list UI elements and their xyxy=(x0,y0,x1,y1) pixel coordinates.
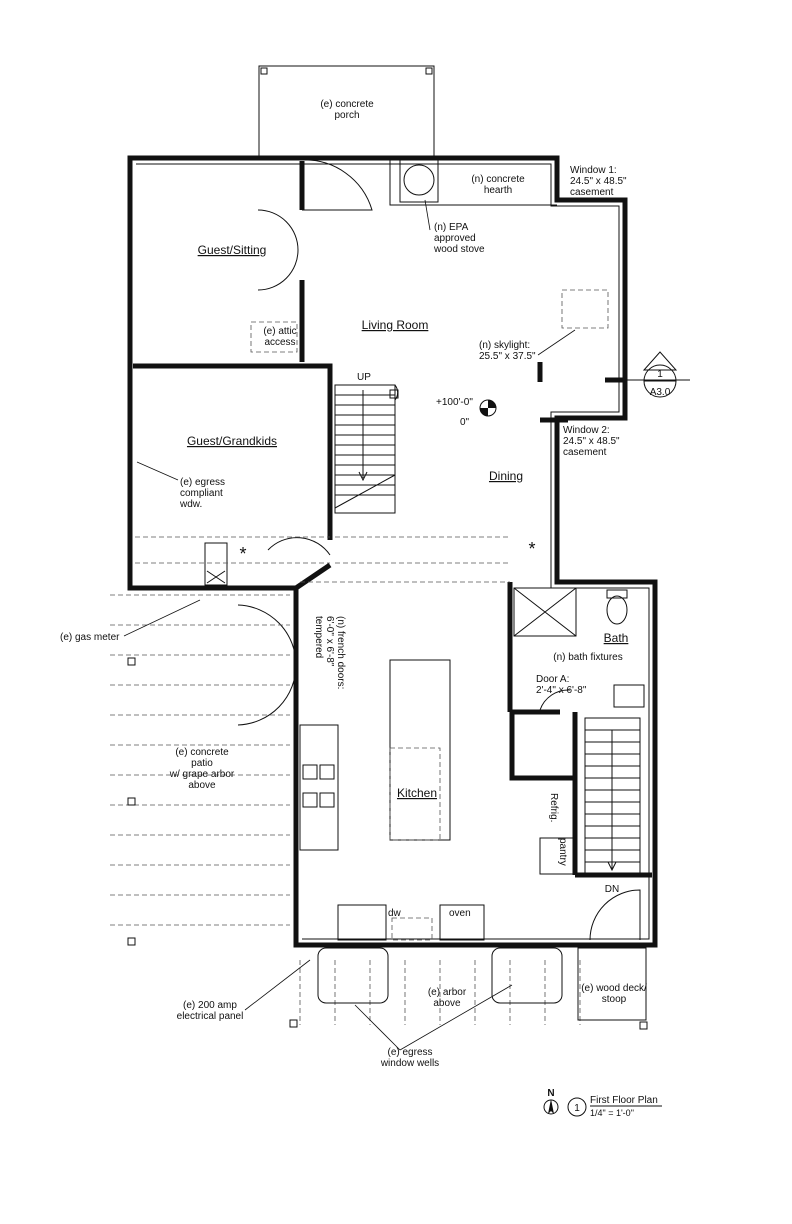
room-bath: Bath xyxy=(604,631,629,645)
svg-text:(e) 200 amp: (e) 200 amp xyxy=(183,1000,237,1011)
svg-text:0": 0" xyxy=(460,417,470,428)
interior-walls xyxy=(133,160,652,878)
svg-text:(e) egress: (e) egress xyxy=(180,477,225,488)
svg-text:(e) attic: (e) attic xyxy=(263,326,296,337)
svg-text:Door A:: Door A: xyxy=(536,674,569,685)
room-kitchen: Kitchen xyxy=(397,786,437,800)
svg-text:Window 1:: Window 1: xyxy=(570,165,617,176)
asterisk-1: * xyxy=(239,544,246,564)
north-label: N xyxy=(547,1088,554,1099)
svg-text:2'-4" x 6'-8": 2'-4" x 6'-8" xyxy=(536,685,587,696)
label-dw: dw xyxy=(388,908,402,919)
label-up: UP xyxy=(357,372,371,383)
note-wood-stove: (n) EPA approved wood stove xyxy=(424,199,485,255)
room-dining: Dining xyxy=(489,469,523,483)
svg-text:6'-0" x 6'-8": 6'-0" x 6'-8" xyxy=(324,616,335,667)
svg-text:(e) egress: (e) egress xyxy=(387,1047,432,1058)
asterisk-2: * xyxy=(528,539,535,559)
title-text: First Floor Plan xyxy=(590,1095,658,1106)
room-guest-grandkids: Guest/Grandkids xyxy=(187,434,277,448)
note-attic-access: (e) attic access xyxy=(263,326,296,348)
note-porch: (e) concrete porch xyxy=(320,99,374,121)
note-skylight: (n) skylight: 25.5" x 37.5" xyxy=(479,329,576,362)
label-refrig: Refrig. xyxy=(548,793,559,822)
svg-text:above: above xyxy=(188,780,216,791)
stairs-up xyxy=(334,384,399,514)
doors xyxy=(237,159,641,941)
svg-text:(e) arbor: (e) arbor xyxy=(428,987,467,998)
svg-text:24.5" x 48.5": 24.5" x 48.5" xyxy=(570,176,627,187)
svg-text:(n) french doors:: (n) french doors: xyxy=(335,616,346,689)
stairs-down xyxy=(584,717,641,875)
svg-text:hearth: hearth xyxy=(484,185,512,196)
note-french-doors: (n) french doors: 6'-0" x 6'-8" tempered xyxy=(313,616,346,689)
note-window-2: Window 2: 24.5" x 48.5" casement xyxy=(563,425,620,458)
svg-text:wdw.: wdw. xyxy=(179,499,202,510)
svg-text:above: above xyxy=(433,998,461,1009)
section-marker: 1 A3.0 xyxy=(610,351,690,398)
room-living-room: Living Room xyxy=(362,318,429,332)
svg-text:stoop: stoop xyxy=(602,994,627,1005)
dashed-lines xyxy=(135,289,609,941)
svg-text:1: 1 xyxy=(657,369,663,380)
title-block: N 1 First Floor Plan 1/4" = 1'-0" xyxy=(543,1088,662,1118)
label-pantry: pantry xyxy=(557,838,568,866)
svg-text:casement: casement xyxy=(570,187,614,198)
svg-text:(e) gas meter: (e) gas meter xyxy=(60,632,120,643)
note-window-wells: (e) egress window wells xyxy=(354,984,513,1069)
svg-text:(n) concrete: (n) concrete xyxy=(471,174,525,185)
svg-text:wood stove: wood stove xyxy=(433,244,485,255)
svg-text:(e) concrete: (e) concrete xyxy=(320,99,374,110)
svg-text:(n) EPA: (n) EPA xyxy=(434,222,469,233)
note-electrical-panel: (e) 200 amp electrical panel xyxy=(177,959,311,1022)
scale-text: 1/4" = 1'-0" xyxy=(590,1108,634,1118)
svg-text:A3.0: A3.0 xyxy=(650,387,671,398)
svg-text:casement: casement xyxy=(563,447,607,458)
note-gas-meter: (e) gas meter xyxy=(60,599,201,643)
svg-text:(e) concrete: (e) concrete xyxy=(175,747,229,758)
svg-text:1: 1 xyxy=(574,1103,580,1114)
label-oven: oven xyxy=(449,908,471,919)
svg-text:25.5" x 37.5": 25.5" x 37.5" xyxy=(479,351,536,362)
svg-text:access: access xyxy=(264,337,295,348)
note-egress-window: (e) egress compliant wdw. xyxy=(136,461,225,510)
note-arbor: (e) arbor above xyxy=(428,987,467,1009)
fixtures xyxy=(204,159,645,941)
note-hearth: (n) concrete hearth xyxy=(471,174,525,196)
svg-text:(n) skylight:: (n) skylight: xyxy=(479,340,530,351)
note-bath-fixtures: (n) bath fixtures xyxy=(553,652,622,663)
note-door-a: Door A: 2'-4" x 6'-8" xyxy=(536,674,587,696)
svg-text:Window 2:: Window 2: xyxy=(563,425,610,436)
room-guest-sitting: Guest/Sitting xyxy=(198,243,267,257)
svg-text:24.5" x 48.5": 24.5" x 48.5" xyxy=(563,436,620,447)
note-patio: (e) concrete patio w/ grape arbor above xyxy=(169,747,235,791)
note-window-1: Window 1: 24.5" x 48.5" casement xyxy=(570,165,627,198)
note-wood-deck: (e) wood deck/ stoop xyxy=(581,983,647,1005)
svg-text:approved: approved xyxy=(434,233,476,244)
svg-text:tempered: tempered xyxy=(313,616,324,658)
arbor-grid xyxy=(110,594,648,1030)
svg-text:+100'-0": +100'-0" xyxy=(436,397,473,408)
svg-text:w/ grape arbor: w/ grape arbor xyxy=(169,769,235,780)
label-dn: DN xyxy=(605,884,619,895)
svg-text:(e) wood deck/: (e) wood deck/ xyxy=(581,983,647,994)
elevation-marker: +100'-0" 0" xyxy=(436,397,497,428)
svg-text:window wells: window wells xyxy=(380,1058,439,1069)
svg-text:compliant: compliant xyxy=(180,488,223,499)
svg-text:electrical panel: electrical panel xyxy=(177,1011,244,1022)
svg-text:patio: patio xyxy=(191,758,213,769)
svg-text:porch: porch xyxy=(334,110,359,121)
